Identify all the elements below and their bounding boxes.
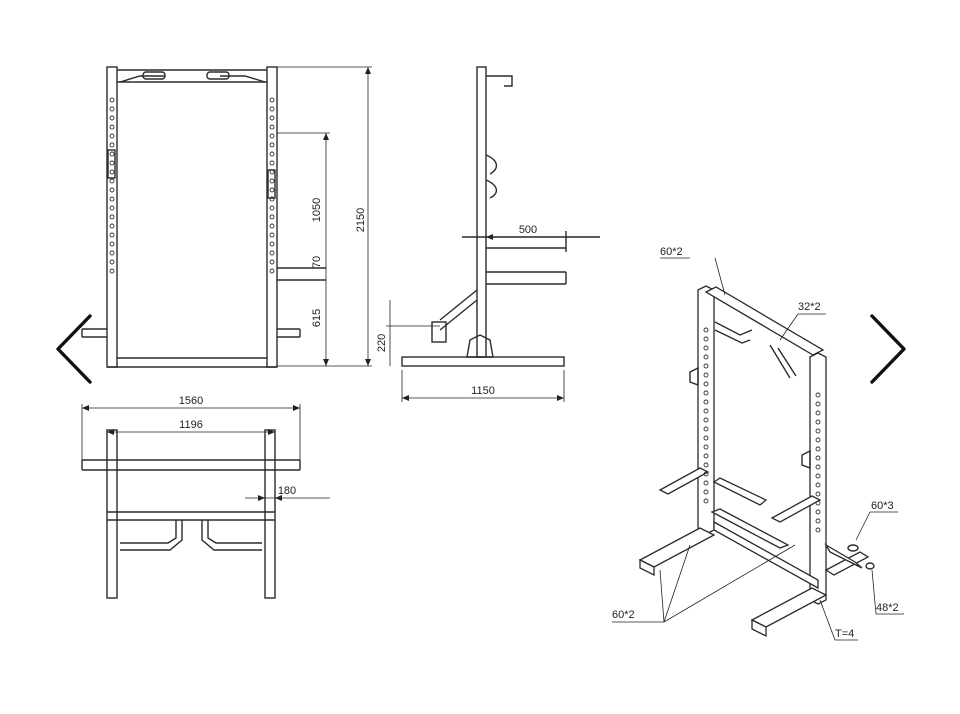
dim-180: 180 (278, 485, 296, 497)
prev-button[interactable] (52, 312, 98, 386)
dim-70: 70 (311, 256, 323, 268)
side-view: 220 1150 500 (376, 66, 600, 402)
dim-220: 220 (376, 334, 388, 352)
iso-view: 60*2 32*2 60*3 48*2 60*2 T=4 (612, 246, 904, 641)
dim-1560: 1560 (179, 395, 203, 407)
top-view: 1560 1196 180 (81, 395, 330, 599)
dim-500: 500 (519, 224, 537, 236)
chevron-right-icon (870, 314, 906, 384)
label-base-tubes: 60*2 (612, 609, 635, 621)
label-plate: T=4 (835, 628, 854, 640)
dim-1050: 1050 (311, 198, 323, 222)
next-button[interactable] (866, 312, 912, 386)
label-pullup: 32*2 (798, 301, 821, 313)
dim-615: 615 (311, 309, 323, 327)
dim-1196: 1196 (179, 419, 203, 431)
dim-2150: 2150 (355, 208, 367, 232)
label-top-tube: 60*2 (660, 246, 683, 258)
front-view: 1050 70 615 2150 (81, 66, 372, 368)
label-base-post: 60*3 (871, 500, 894, 512)
label-foot: 48*2 (876, 602, 899, 614)
chevron-left-icon (56, 314, 92, 384)
dim-1150: 1150 (471, 385, 495, 397)
